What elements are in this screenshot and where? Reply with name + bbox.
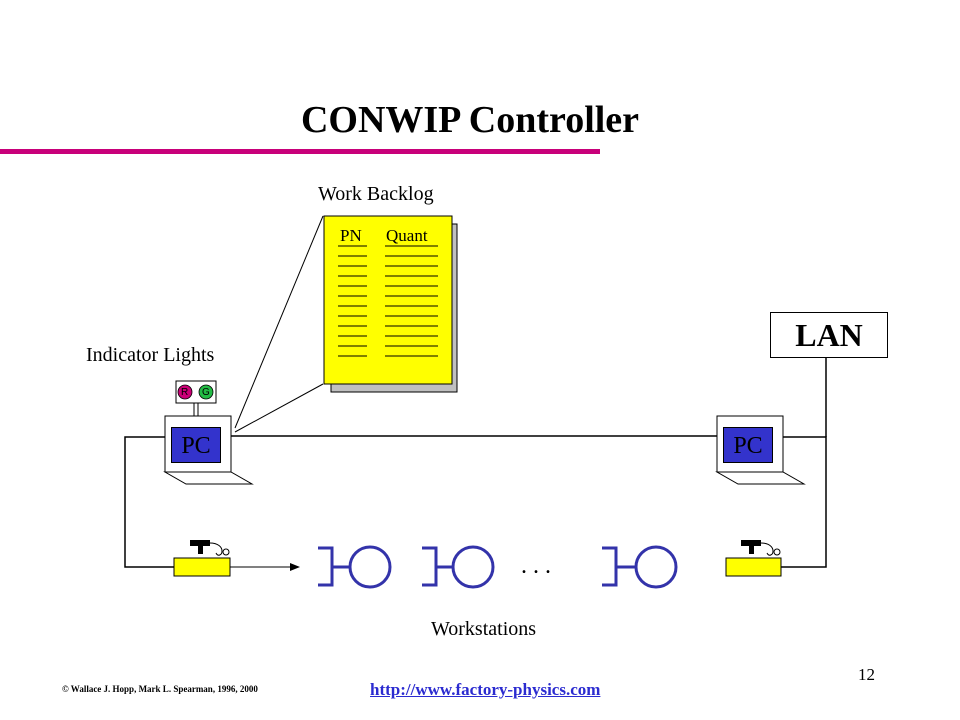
pc-left-keyboard [163,471,254,485]
slide-title: CONWIP Controller [300,99,640,141]
red-light-icon [177,384,193,400]
barcode-gun-right-icon [741,540,781,556]
pc-left-label: PC [171,427,221,463]
workstations-label: Workstations [431,618,537,640]
backlog-connector-line-top [234,215,324,429]
barcode-gun-left-icon [190,540,230,556]
workstation-3 [602,545,678,589]
left-pc-to-scanner-line [124,436,174,568]
backlog-connector-line-bottom [234,383,324,433]
scanner-left [173,557,231,577]
backlog-column-quant: Quant [386,226,428,245]
lan-box: LAN [770,312,888,358]
backlog-column-pn: PN [340,226,362,245]
indicator-lights-label: Indicator Lights [86,344,215,366]
copyright-notice: © Wallace J. Hopp, Mark L. Spearman, 199… [62,684,258,694]
green-light-icon [198,384,214,400]
workstations-ellipsis: . . . [521,553,551,579]
factory-physics-link[interactable]: http://www.factory-physics.com [370,680,601,699]
scanner-right [725,557,782,577]
work-backlog-label: Work Backlog [318,183,434,205]
workstation-2 [422,545,495,589]
page-number: 12 [858,665,875,684]
flow-arrow-head-icon [290,563,300,571]
pc-right-keyboard [715,471,806,485]
right-pc-to-scanner-line [781,436,827,568]
work-backlog-sheet [323,215,458,393]
backlog-rows [338,245,438,357]
red-light-letter: R [181,387,189,398]
workstation-1 [318,545,392,589]
green-light-letter: G [202,387,210,398]
title-underline [0,149,600,154]
workstations [318,545,678,589]
indicator-lights [175,380,217,416]
pc-right-label: PC [723,427,773,463]
